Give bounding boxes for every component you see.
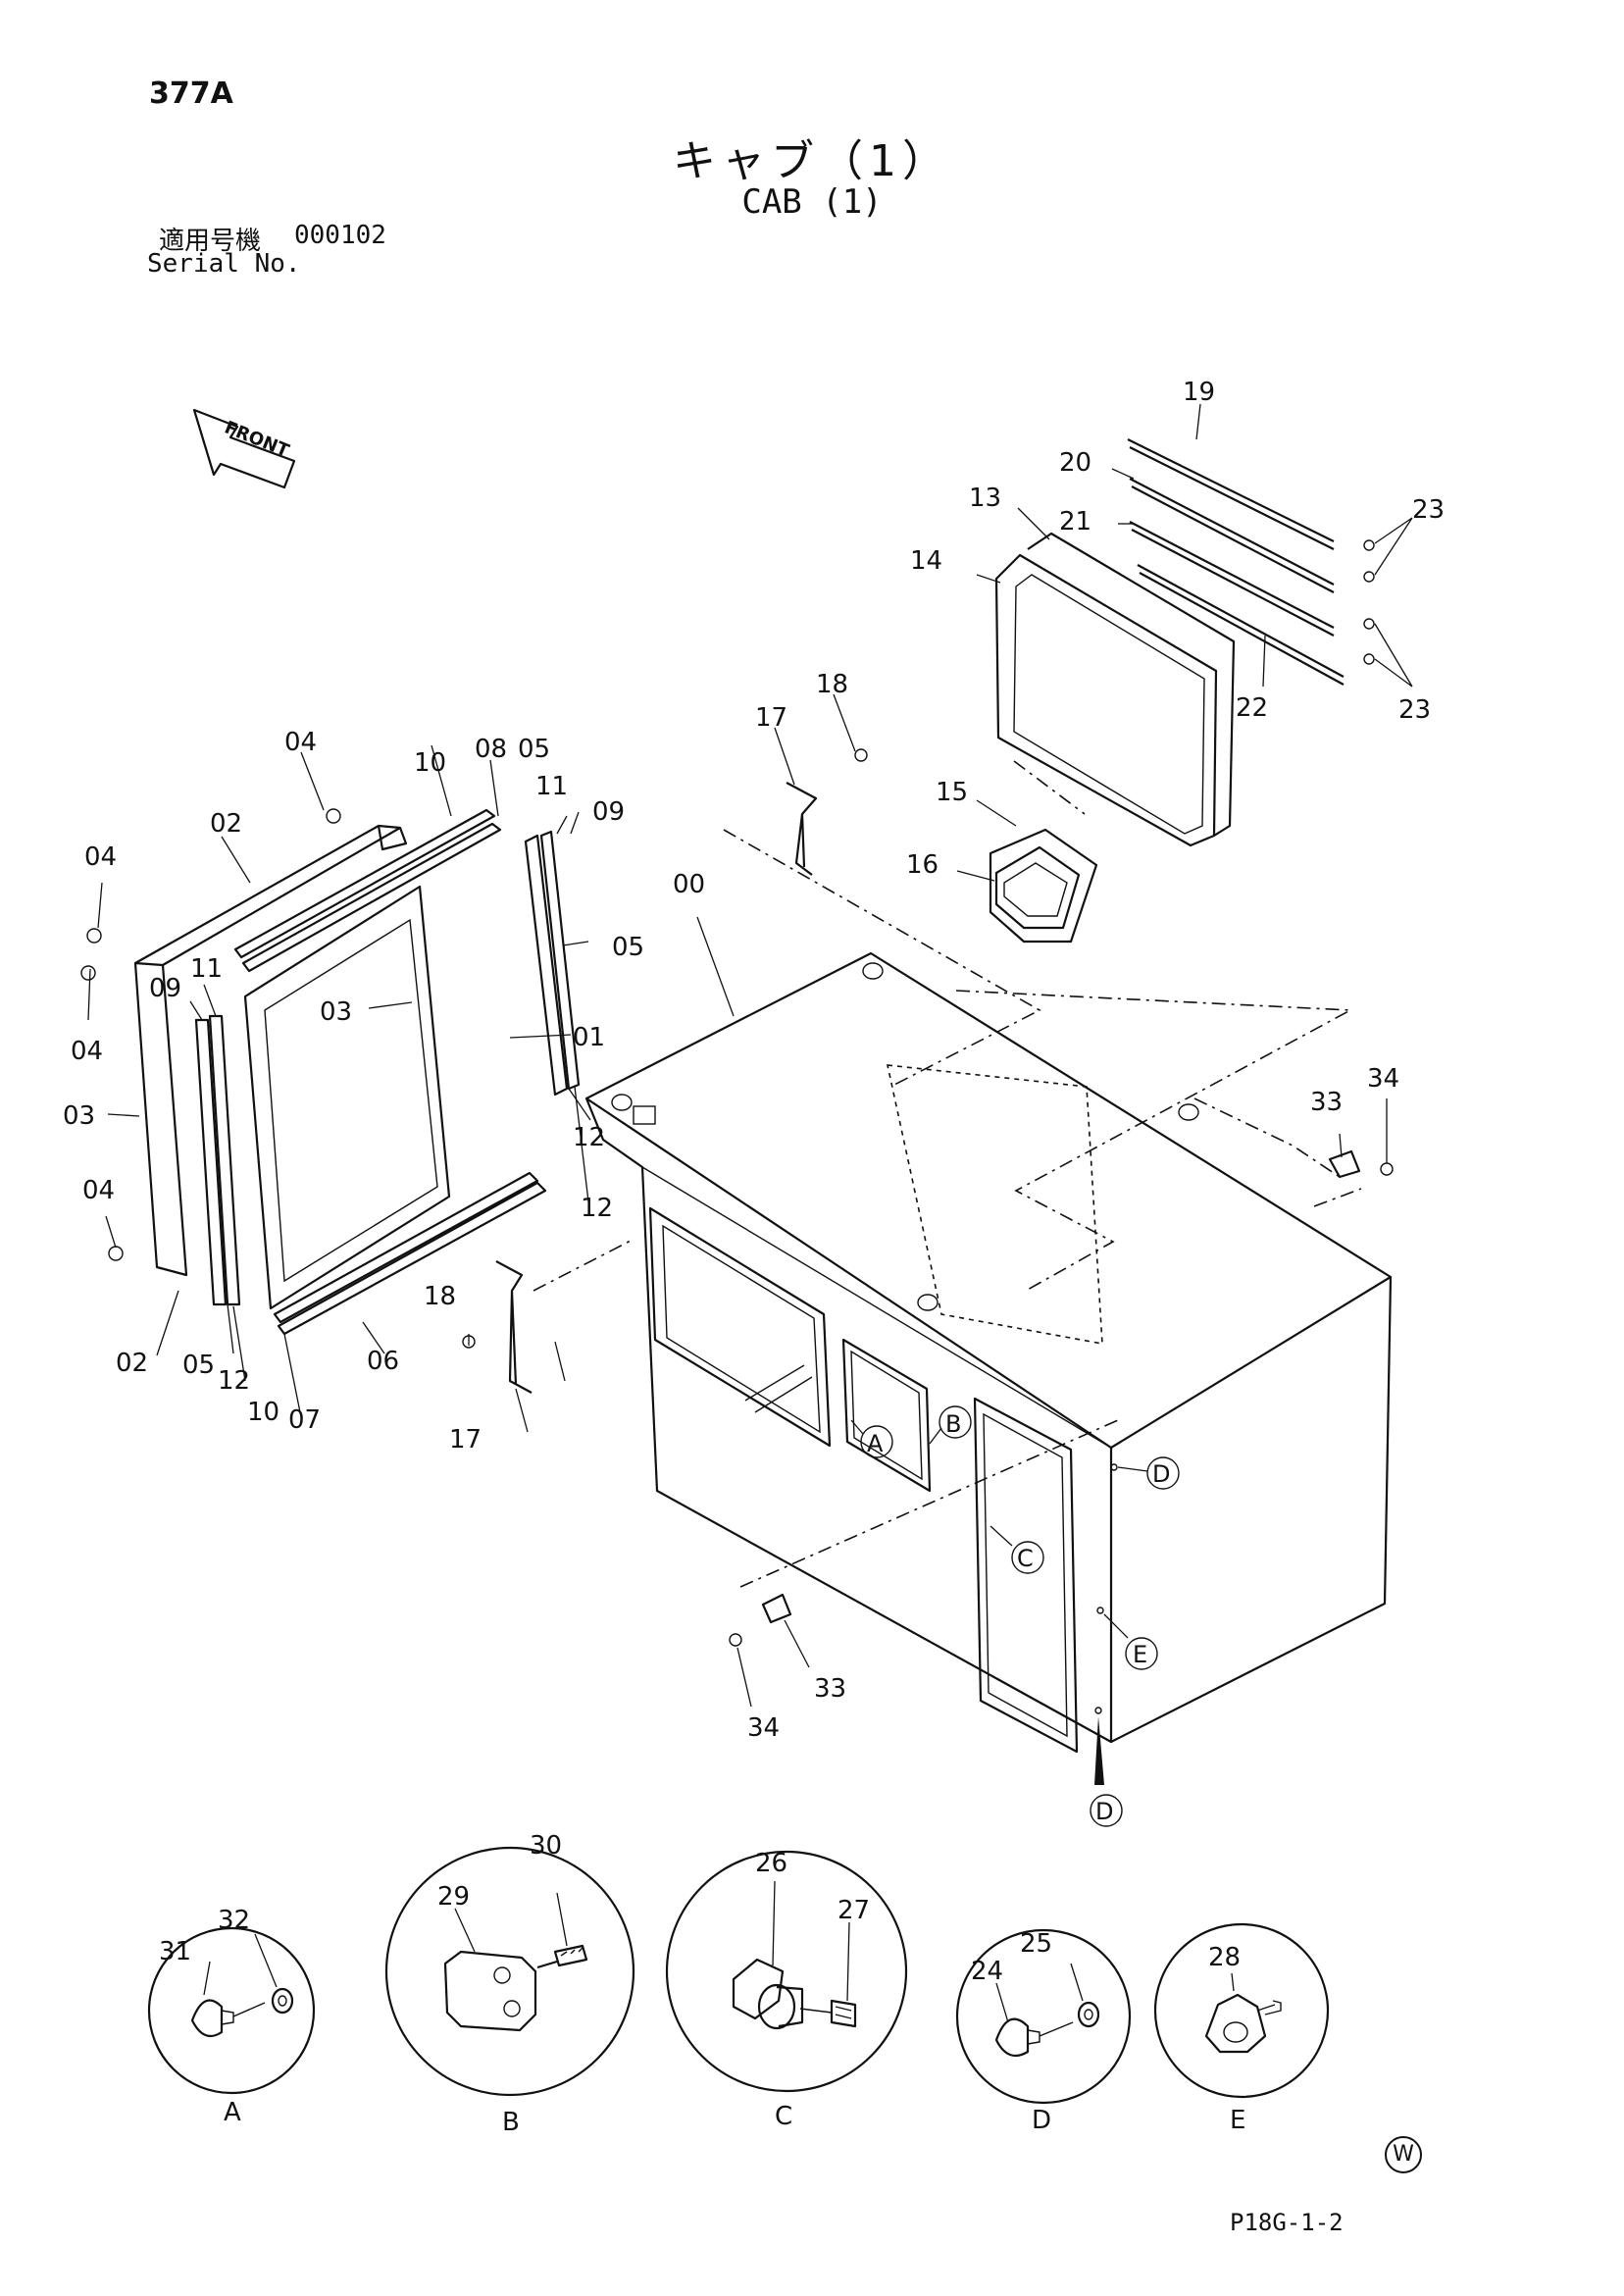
callout-21: 21 (1059, 507, 1091, 536)
callout-18-top: 18 (816, 670, 848, 699)
callout-26: 26 (755, 1849, 787, 1878)
callout-07: 07 (288, 1405, 321, 1435)
callout-10-bottom: 10 (247, 1398, 279, 1427)
callout-17-top: 17 (755, 703, 787, 733)
roof-window-parts (989, 438, 1375, 944)
callout-00: 00 (673, 870, 705, 899)
callout-05-right: 05 (612, 933, 644, 962)
callout-16: 16 (906, 850, 939, 880)
callout-32: 32 (218, 1906, 250, 1935)
callout-01: 01 (573, 1023, 605, 1052)
detail-view-a-label: A (224, 2098, 241, 2127)
detail-view-c: 26 27 C (665, 1849, 908, 2131)
location-marker-a: A (850, 1419, 893, 1458)
callout-09-right: 09 (592, 797, 625, 827)
location-marker-b: B (929, 1405, 972, 1445)
footer-mark: W (1385, 2136, 1422, 2173)
svg-text:D: D (1095, 1798, 1113, 1825)
serial-label-english: Serial No. (147, 249, 301, 279)
detail-view-d-label: D (1032, 2106, 1051, 2135)
callout-04-top: 04 (284, 728, 317, 757)
svg-text:D: D (1152, 1460, 1170, 1488)
svg-text:C: C (1017, 1545, 1034, 1572)
callout-17-bottom: 17 (449, 1425, 482, 1454)
callout-24: 24 (971, 1957, 1003, 1986)
detail-view-a: 31 32 A (147, 1906, 316, 2127)
callout-03-inner: 03 (320, 997, 352, 1027)
title-japanese: キャブ（1） (673, 136, 951, 186)
callout-03-outer: 03 (63, 1101, 95, 1131)
callout-labels: 19 20 21 13 14 23 22 23 18 17 15 16 00 0… (63, 378, 1445, 1743)
callout-09-left: 09 (149, 974, 181, 1003)
front-arrow-icon: FRONT (192, 408, 296, 489)
callout-08: 08 (475, 735, 507, 764)
location-markers: A B C D E D (850, 1405, 1180, 1827)
callout-15: 15 (936, 778, 968, 807)
callout-04-left-lower: 04 (82, 1176, 115, 1205)
detail-view-d: 24 25 D (955, 1928, 1132, 2135)
callout-13: 13 (969, 484, 1001, 513)
callout-20: 20 (1059, 448, 1091, 478)
detail-view-e: 28 E (1153, 1922, 1330, 2135)
detail-view-b-label: B (502, 2108, 520, 2137)
detail-views: 31 32 A 29 30 B 26 27 (147, 1831, 1330, 2137)
detail-view-e-label: E (1230, 2106, 1245, 2135)
cab-body (584, 951, 1393, 1754)
front-arrow-label: FRONT (222, 417, 292, 462)
callout-33-right: 33 (1310, 1088, 1343, 1117)
svg-text:E: E (1133, 1641, 1147, 1668)
callout-22: 22 (1236, 693, 1268, 723)
callout-02-top: 02 (210, 809, 242, 839)
callout-18-bottom: 18 (424, 1282, 456, 1311)
detail-view-b: 29 30 B (384, 1831, 635, 2137)
callout-19: 19 (1183, 378, 1215, 407)
callout-30: 30 (530, 1831, 562, 1861)
svg-text:A: A (867, 1430, 884, 1457)
footer-page-ref: P18G-1-2 (1230, 2209, 1344, 2236)
callout-14: 14 (910, 546, 942, 576)
callout-04-left-mid: 04 (71, 1037, 103, 1066)
callout-11-left: 11 (190, 954, 223, 984)
detail-view-c-label: C (775, 2102, 792, 2131)
location-marker-d-lower: D (1090, 1716, 1123, 1827)
callout-12-bottom: 12 (218, 1366, 250, 1396)
serial-label-japanese: 適用号機 (159, 227, 262, 256)
callout-33-bottom: 33 (814, 1674, 846, 1704)
callout-11-right: 11 (535, 772, 568, 801)
callout-23-bottom: 23 (1398, 695, 1431, 725)
callout-05-top: 05 (518, 735, 550, 764)
callout-12-right-lower: 12 (581, 1194, 613, 1223)
callout-23-top: 23 (1412, 495, 1445, 525)
callout-25: 25 (1020, 1929, 1052, 1959)
leader-lines (87, 403, 1413, 1708)
callout-10-top: 10 (414, 748, 446, 778)
callout-34-bottom: 34 (747, 1713, 780, 1743)
left-frame-parts (80, 808, 581, 1336)
location-marker-e: E (1103, 1613, 1158, 1670)
callout-29: 29 (437, 1882, 470, 1912)
callout-28: 28 (1208, 1943, 1241, 1972)
callout-02-bottom: 02 (116, 1349, 148, 1378)
callout-04-left-upper: 04 (84, 842, 117, 872)
callout-31: 31 (159, 1937, 191, 1966)
callout-34-right: 34 (1367, 1064, 1399, 1094)
callout-05-bottom: 05 (182, 1351, 215, 1380)
bracket-parts (462, 748, 1394, 1647)
page-code: 377A (149, 77, 233, 111)
svg-text:B: B (945, 1410, 961, 1438)
assembly-lines (533, 760, 1362, 1588)
serial-number-value: 000102 (294, 221, 386, 250)
location-marker-d-upper: D (1117, 1456, 1180, 1490)
callout-27: 27 (837, 1896, 870, 1925)
callout-06: 06 (367, 1347, 399, 1376)
title-english: CAB (1) (741, 182, 883, 222)
callout-12-right-upper: 12 (573, 1123, 605, 1152)
location-marker-c: C (990, 1525, 1044, 1574)
